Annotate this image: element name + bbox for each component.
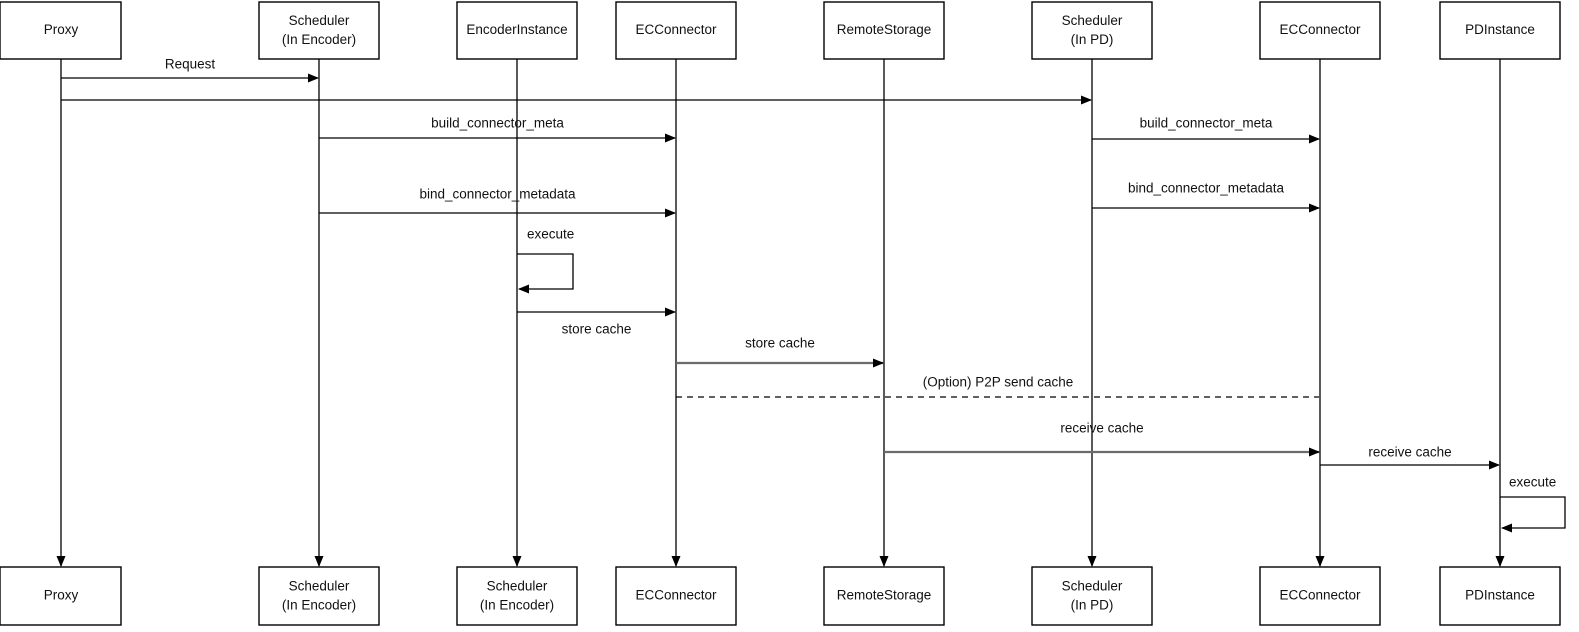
participant-header-label-ecc_enc: ECConnector (635, 22, 717, 37)
self-message-label-s2: execute (1509, 475, 1556, 490)
participant-footer-box-sched_pd[interactable] (1031, 566, 1153, 626)
participant-footer-encoder_inst[interactable]: Scheduler (In Encoder) (456, 566, 578, 626)
message-m5: bind_connector_metadata (319, 187, 676, 218)
participant-footer-label-remote: RemoteStorage (837, 588, 932, 603)
participant-header-box-proxy[interactable] (0, 1, 122, 60)
message-label-m5: bind_connector_metadata (419, 187, 576, 202)
message-label-m3: build_connector_meta (431, 116, 564, 131)
message-m1: Request (61, 57, 319, 83)
participant-footer-sublabel-sched_pd: (In PD) (1071, 598, 1114, 613)
self-message-path-s1 (517, 253, 574, 294)
message-label-m10: receive cache (1060, 421, 1143, 436)
self-messages-layer: execute execute (517, 227, 1566, 533)
participant-header-encoder_inst[interactable]: EncoderInstance (456, 1, 578, 60)
participant-header-label-pd_inst: PDInstance (1465, 22, 1535, 37)
participant-footer-sublabel-encoder_inst: (In Encoder) (480, 598, 554, 613)
message-m4: build_connector_meta (1092, 116, 1320, 144)
message-label-m11: receive cache (1368, 445, 1451, 460)
message-label-m1: Request (165, 57, 216, 72)
participant-header-label-encoder_inst: EncoderInstance (466, 22, 567, 37)
participant-header-box-ecc_pd[interactable] (1259, 1, 1381, 60)
participant-header-sched_enc[interactable]: Scheduler (In Encoder) (258, 1, 380, 60)
participant-footer-sublabel-sched_enc: (In Encoder) (282, 598, 356, 613)
participant-header-box-ecc_enc[interactable] (615, 1, 737, 60)
participant-header-box-sched_enc[interactable] (258, 1, 380, 60)
participant-footer-remote[interactable]: RemoteStorage (823, 566, 945, 626)
message-m3: build_connector_meta (319, 116, 676, 143)
participant-footer-label-ecc_pd: ECConnector (1279, 588, 1361, 603)
participant-footer-label-ecc_enc: ECConnector (635, 588, 717, 603)
message-label-m6: bind_connector_metadata (1128, 181, 1285, 196)
participant-footer-label-sched_enc: Scheduler (289, 579, 350, 594)
participant-footer-box-proxy[interactable] (0, 566, 122, 626)
messages-layer: Request build_connector_meta build_connect… (61, 57, 1500, 470)
participant-header-box-sched_pd[interactable] (1031, 1, 1153, 60)
participant-footer-label-encoder_inst: Scheduler (487, 579, 548, 594)
participant-header-pd_inst[interactable]: PDInstance (1439, 1, 1561, 60)
participant-footer-box-remote[interactable] (823, 566, 945, 626)
participant-footer-label-sched_pd: Scheduler (1062, 579, 1123, 594)
participant-header-label-sched_enc: Scheduler (289, 13, 350, 28)
participant-header-box-remote[interactable] (823, 1, 945, 60)
message-label-m8: store cache (745, 336, 815, 351)
participant-footer-box-ecc_pd[interactable] (1259, 566, 1381, 626)
self-message-s1: execute (517, 227, 574, 294)
participant-header-label-remote: RemoteStorage (837, 22, 932, 37)
participant-footer-label-proxy: Proxy (44, 588, 79, 603)
participant-footer-sched_pd[interactable]: Scheduler (In PD) (1031, 566, 1153, 626)
message-m8: store cache (676, 336, 884, 368)
participant-footer-proxy[interactable]: Proxy (0, 566, 122, 626)
participant-footer-box-pd_inst[interactable] (1439, 566, 1561, 626)
participant-header-sublabel-sched_enc: (In Encoder) (282, 32, 356, 47)
participant-header-box-pd_inst[interactable] (1439, 1, 1561, 60)
message-label-m7: store cache (562, 322, 632, 337)
participant-header-sublabel-sched_pd: (In PD) (1071, 32, 1114, 47)
participant-footers: Proxy Scheduler (In Encoder) Scheduler (In E… (0, 566, 1561, 626)
participant-footer-pd_inst[interactable]: PDInstance (1439, 566, 1561, 626)
message-m7: store cache (517, 307, 676, 337)
participant-header-sched_pd[interactable]: Scheduler (In PD) (1031, 1, 1153, 60)
lifelines-layer (56, 59, 1505, 567)
self-message-s2: execute (1500, 475, 1566, 533)
participant-header-label-proxy: Proxy (44, 22, 79, 37)
self-message-path-s2 (1500, 496, 1566, 533)
participant-footer-ecc_pd[interactable]: ECConnector (1259, 566, 1381, 626)
message-m9: (Option) P2P send cache (676, 375, 1319, 398)
message-m6: bind_connector_metadata (1092, 181, 1320, 213)
message-label-m4: build_connector_meta (1140, 116, 1273, 131)
participant-footer-box-sched_enc[interactable] (258, 566, 380, 626)
participant-footer-box-encoder_inst[interactable] (456, 566, 578, 626)
participant-header-label-sched_pd: Scheduler (1062, 13, 1123, 28)
message-m10: receive cache (884, 421, 1320, 457)
participant-footer-sched_enc[interactable]: Scheduler (In Encoder) (258, 566, 380, 626)
participant-footer-box-ecc_enc[interactable] (615, 566, 737, 626)
participant-footer-label-pd_inst: PDInstance (1465, 588, 1535, 603)
participant-header-ecc_pd[interactable]: ECConnector (1259, 1, 1381, 60)
message-m11: receive cache (1320, 445, 1500, 470)
message-label-m9: (Option) P2P send cache (923, 375, 1074, 390)
participant-footer-ecc_enc[interactable]: ECConnector (615, 566, 737, 626)
self-message-label-s1: execute (527, 227, 574, 242)
participant-header-label-ecc_pd: ECConnector (1279, 22, 1361, 37)
participant-header-box-encoder_inst[interactable] (456, 1, 578, 60)
participant-header-ecc_enc[interactable]: ECConnector (615, 1, 737, 60)
participant-headers: Proxy Scheduler (In Encoder) EncoderInstanc… (0, 1, 1561, 60)
participant-header-proxy[interactable]: Proxy (0, 1, 122, 60)
participant-header-remote[interactable]: RemoteStorage (823, 1, 945, 60)
